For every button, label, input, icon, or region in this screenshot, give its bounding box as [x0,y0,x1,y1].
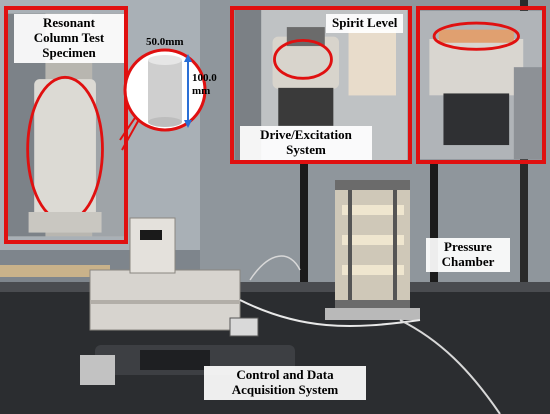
spirit-level-label: Spirit Level [326,14,404,33]
diameter-label: 50.0mm [146,36,184,48]
spirit-level-inset [416,6,546,164]
height-label: 100.0 mm [192,72,217,97]
control-system-label: Control and Data Acquisition System [204,366,366,400]
specimen-dimension-callout [119,48,207,151]
drive-system-label: Drive/Excitation System [240,126,372,160]
spirit-level-photo [420,10,542,160]
specimen-label: Resonant Column Test Specimen [14,14,124,63]
pressure-chamber-label: Pressure Chamber [426,238,510,272]
